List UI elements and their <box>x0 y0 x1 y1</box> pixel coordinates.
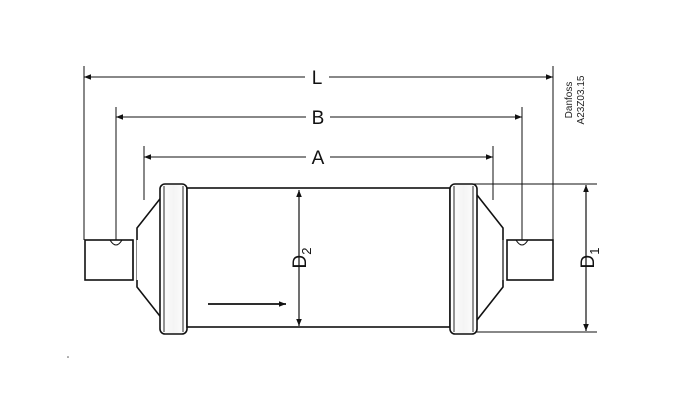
dimension-d2-label: D2 <box>290 248 314 269</box>
drawing-credit: Danfoss A23Z03.15 <box>564 75 587 124</box>
extension-lines <box>83 66 597 333</box>
dimension-d2: D2 <box>290 190 314 326</box>
dimension-d1-label: D1 <box>578 248 602 269</box>
left-end-cone <box>136 192 164 323</box>
shell <box>186 187 451 328</box>
dimension-b: B <box>116 106 522 129</box>
dimension-a-label: A <box>312 148 325 169</box>
right-end-cone <box>476 194 504 321</box>
dimension-d1: D1 <box>578 185 602 331</box>
right-end-cap <box>449 183 478 335</box>
dimension-l: L <box>84 66 553 89</box>
left-tube <box>84 239 134 281</box>
dimension-a: A <box>144 146 493 169</box>
dimension-b-label: B <box>312 108 325 129</box>
credit-code: A23Z03.15 <box>576 75 587 124</box>
filter-drier-body <box>84 183 554 335</box>
dimension-l-label: L <box>312 68 323 89</box>
credit-brand: Danfoss <box>564 82 575 119</box>
right-tube <box>506 239 554 281</box>
speck <box>67 356 69 358</box>
